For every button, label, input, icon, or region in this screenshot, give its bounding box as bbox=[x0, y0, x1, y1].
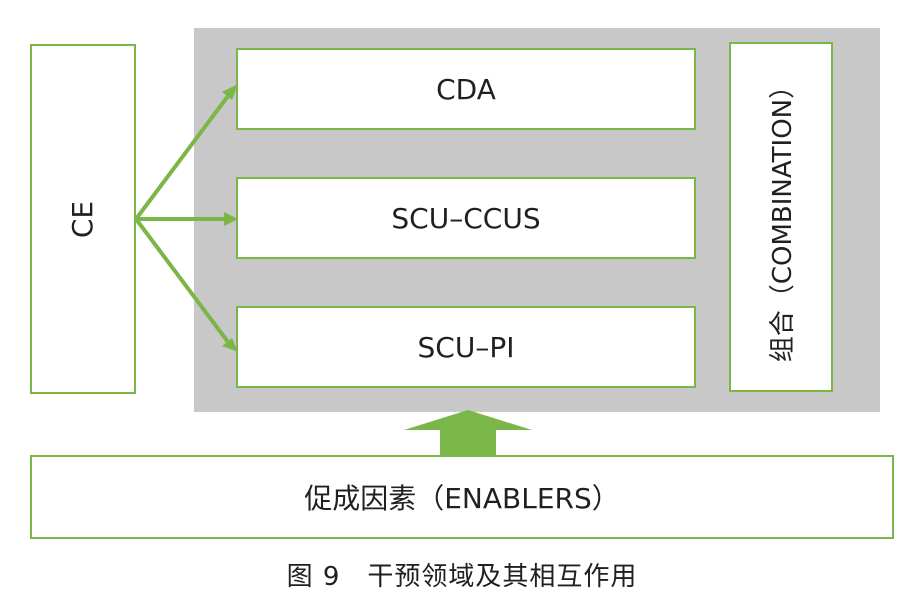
cda-box: CDA bbox=[236, 48, 696, 130]
ce-box: CE bbox=[30, 44, 136, 394]
arrow-ce-to-scu-pi bbox=[134, 217, 230, 344]
enablers-box: 促成因素（ENABLERS） bbox=[30, 455, 894, 539]
scu-pi-box: SCU–PI bbox=[236, 306, 696, 388]
figure-caption: 图 9 干预领域及其相互作用 bbox=[286, 562, 638, 592]
arrowhead-scu-pi bbox=[222, 338, 238, 352]
scu-ccus-box: SCU–CCUS bbox=[236, 177, 696, 259]
enablers-label: 促成因素（ENABLERS） bbox=[304, 482, 620, 515]
cda-label: CDA bbox=[436, 72, 496, 106]
scu-pi-label: SCU–PI bbox=[417, 330, 515, 364]
arrowhead-cda bbox=[222, 84, 238, 100]
up-arrow-enablers bbox=[404, 410, 532, 455]
arrow-ce-to-cda bbox=[134, 94, 230, 221]
arrowhead-scu-ccus bbox=[224, 212, 238, 226]
combination-box: 组合（COMBINATION） bbox=[729, 42, 833, 392]
scu-ccus-label: SCU–CCUS bbox=[391, 201, 541, 235]
